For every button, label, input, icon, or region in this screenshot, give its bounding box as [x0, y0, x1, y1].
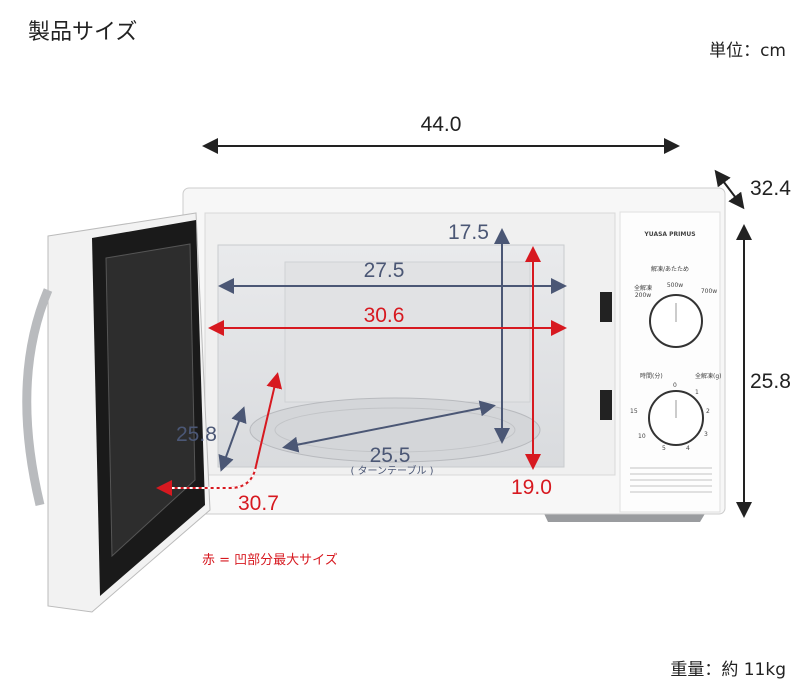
timer-label: 時間(分)	[640, 372, 663, 380]
power-option-500w: 500w	[667, 282, 683, 289]
power-option-700w: 700w	[701, 288, 717, 295]
weight-label: 重量：約 11kg	[670, 660, 786, 680]
red-legend-note: 赤 = 凹部分最大サイズ	[202, 553, 338, 568]
width-value: 44.0	[421, 113, 462, 136]
turntable-label: ( ターンテーブル )	[350, 464, 433, 477]
control-panel: YUASA PRIMUS 解凍/あたため 全解凍 200w 500w 700w …	[619, 211, 722, 513]
power-option-200w: 200w	[635, 292, 651, 299]
timer-mark: 10	[638, 433, 646, 440]
timer-mark: 2	[706, 408, 710, 415]
timer-defrost-label: 全解凍(g)	[695, 372, 722, 380]
timer-mark: 4	[686, 445, 690, 452]
timer-mark: 15	[630, 408, 638, 415]
inner-dimensions: 17.5 27.5 30.6 25.8 25.5 ( ターンテーブル ) 30.…	[156, 221, 567, 515]
inner-depth-value: 25.8	[176, 423, 217, 446]
unit-label: 単位：cm	[709, 41, 786, 61]
inner-height-value: 17.5	[448, 221, 489, 244]
defrost-label: 全解凍	[634, 284, 652, 292]
open-door	[22, 212, 211, 613]
inner-height-max-value: 19.0	[511, 476, 552, 499]
inner-width-max-value: 30.6	[364, 304, 405, 327]
depth-value: 32.4	[750, 177, 791, 200]
height-value: 25.8	[750, 370, 791, 393]
outer-dimensions: 44.0 32.4 25.8	[202, 113, 791, 518]
timer-mark: 5	[662, 445, 666, 452]
timer-mark: 1	[695, 389, 699, 396]
timer-mark: 0	[673, 382, 677, 389]
inner-width-value: 27.5	[364, 259, 405, 282]
turntable-value: 25.5	[370, 444, 411, 467]
timer-mark: 3	[704, 431, 708, 438]
brand-logo: YUASA PRIMUS	[643, 231, 695, 238]
inner-depth-max-value: 30.7	[238, 492, 279, 515]
page-title: 製品サイズ	[28, 20, 138, 45]
power-label: 解凍/あたため	[651, 265, 689, 273]
